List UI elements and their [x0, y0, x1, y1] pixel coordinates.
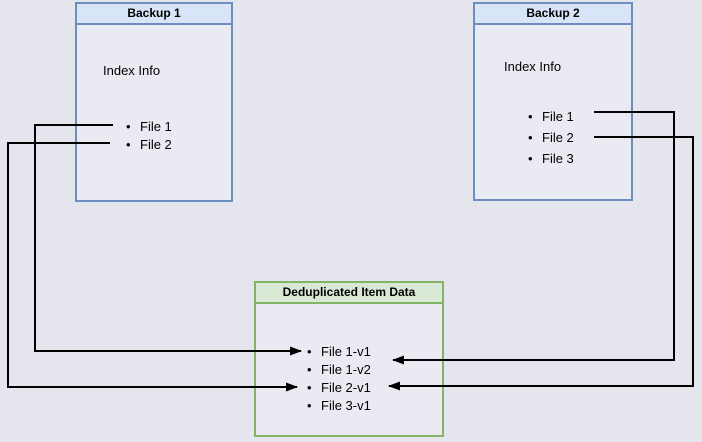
- bullet-icon: •: [126, 137, 131, 152]
- bullet-icon: •: [528, 151, 533, 166]
- bullet-icon: •: [307, 380, 312, 395]
- dedup-item-file2v1: • File 2-v1: [307, 379, 371, 397]
- backup1-file-1: • File 1: [126, 118, 172, 136]
- backup1-title: Backup 1: [77, 4, 231, 25]
- backup1-file-list: • File 1 • File 2: [126, 118, 172, 154]
- bullet-icon: •: [528, 109, 533, 124]
- backup2-file-1: • File 1: [528, 106, 574, 127]
- backup2-index-info-label: Index Info: [504, 59, 562, 74]
- dedup-item-file1v2: • File 1-v2: [307, 361, 371, 379]
- backup1-box: Backup 1 Index Info • File 1 • File 2: [75, 2, 233, 202]
- dedup-item-file1v1-label: File 1-v1: [321, 344, 371, 359]
- backup2-file-2: • File 2: [528, 127, 574, 148]
- bullet-icon: •: [528, 130, 533, 145]
- backup1-file-1-label: File 1: [140, 119, 172, 134]
- dedup-item-file2v1-label: File 2-v1: [321, 380, 371, 395]
- backup2-box: Backup 2 Index Info • File 1 • File 2 • Fil…: [473, 2, 633, 201]
- dedup-item-list: • File 1-v1 • File 1-v2 • File 2-v1 • File 3…: [307, 343, 371, 415]
- backup2-file-3: • File 3: [528, 148, 574, 169]
- dedup-item-file3v1-label: File 3-v1: [321, 398, 371, 413]
- backup2-file-list: • File 1 • File 2 • File 3: [528, 106, 574, 169]
- backup2-file-3-label: File 3: [542, 151, 574, 166]
- dedup-box: Deduplicated Item Data • File 1-v1 • File …: [254, 281, 444, 437]
- dedup-item-file3v1: • File 3-v1: [307, 397, 371, 415]
- backup2-title: Backup 2: [475, 4, 631, 25]
- backup1-file-2-label: File 2: [140, 137, 172, 152]
- bullet-icon: •: [126, 119, 131, 134]
- backup1-file-2: • File 2: [126, 136, 172, 154]
- dedup-item-file1v2-label: File 1-v2: [321, 362, 371, 377]
- bullet-icon: •: [307, 398, 312, 413]
- backup1-index-info-label: Index Info: [103, 63, 161, 78]
- backup2-file-1-label: File 1: [542, 109, 574, 124]
- bullet-icon: •: [307, 344, 312, 359]
- backup2-file-2-label: File 2: [542, 130, 574, 145]
- dedup-title: Deduplicated Item Data: [256, 283, 442, 304]
- dedup-item-file1v1: • File 1-v1: [307, 343, 371, 361]
- bullet-icon: •: [307, 362, 312, 377]
